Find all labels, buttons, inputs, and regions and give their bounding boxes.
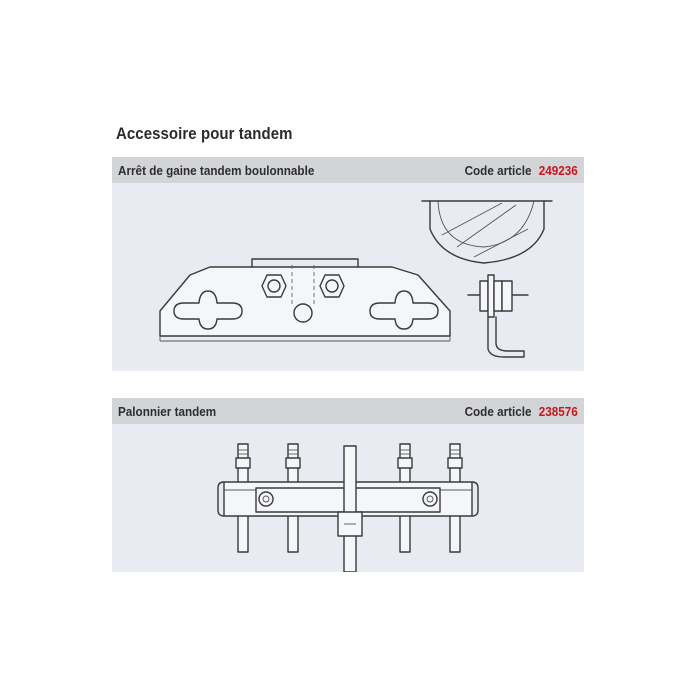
product-drawing-palonnier: [217, 443, 479, 572]
code-label: Code article: [464, 404, 532, 419]
equalizer-bar-drawing: [217, 443, 479, 572]
product-header: Arrêt de gaine tandem boulonnable Code a…: [112, 157, 584, 183]
product-code: Code article 238576: [465, 404, 578, 419]
product-header: Palonnier tandem Code article 238576: [112, 398, 584, 424]
product-name: Palonnier tandem: [118, 404, 217, 419]
product-card-arret-de-gaine: Arrêt de gaine tandem boulonnable Code a…: [112, 157, 584, 371]
bracket-plate-drawing: [159, 258, 451, 342]
product-card-palonnier: Palonnier tandem Code article 238576: [112, 398, 584, 572]
product-code: Code article 249236: [465, 163, 578, 178]
code-label: Code article: [464, 163, 532, 178]
product-name: Arrêt de gaine tandem boulonnable: [118, 163, 315, 178]
code-number: 249236: [538, 163, 578, 178]
product-drawing-arret-de-gaine: [159, 200, 553, 358]
section-title: Accessoire pour tandem: [116, 124, 293, 143]
side-view-drawing: [421, 200, 553, 358]
code-number: 238576: [538, 404, 578, 419]
